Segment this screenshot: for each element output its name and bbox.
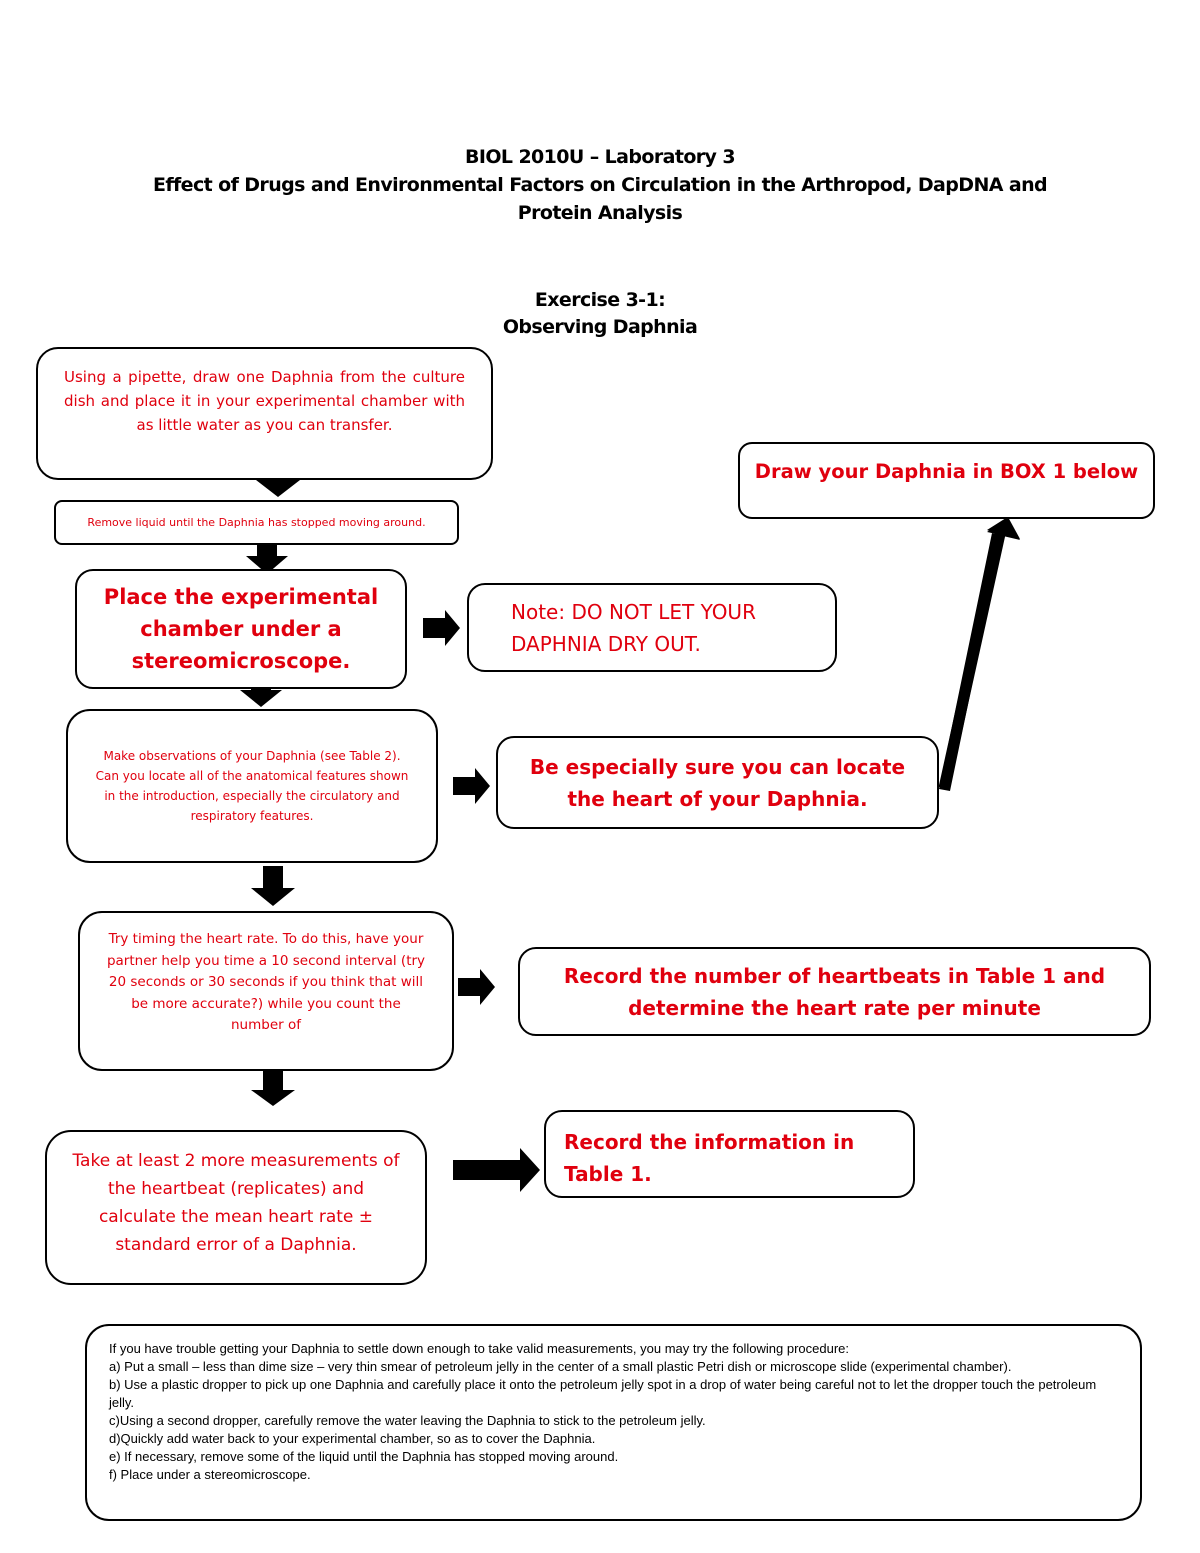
step-timing-text: Try timing the heart rate. To do this, h… bbox=[106, 931, 426, 1033]
exercise-title: Observing Daphnia bbox=[502, 316, 698, 338]
right-arrow-3 bbox=[458, 969, 495, 1005]
note-draw-text: Draw your Daphnia in BOX 1 below bbox=[754, 460, 1139, 483]
step-remove-liquid-text: Remove liquid until the Daphnia has stop… bbox=[87, 515, 426, 529]
down-arrow-3 bbox=[240, 675, 282, 707]
right-arrow-1 bbox=[423, 610, 460, 646]
diagonal-arrow-shaft bbox=[938, 532, 1006, 790]
procedure-step-a: a) Put a small – less than dime size – v… bbox=[109, 1359, 1012, 1374]
note-record-heartbeats-box: Record the number of heartbeats in Table… bbox=[518, 947, 1151, 1036]
note-draw-box: Draw your Daphnia in BOX 1 below bbox=[738, 442, 1155, 519]
procedure-step-e: e) If necessary, remove some of the liqu… bbox=[109, 1449, 619, 1464]
note-record-info-box: Record the information in Table 1. bbox=[544, 1110, 915, 1198]
procedure-step-b: b) Use a plastic dropper to pick up one … bbox=[109, 1377, 1097, 1410]
procedure-step-d: d)Quickly add water back to your experim… bbox=[109, 1431, 596, 1446]
step-measurements-text: Take at least 2 more measurements of the… bbox=[72, 1151, 400, 1255]
down-arrow-2 bbox=[246, 537, 288, 574]
note-record-heartbeats-text: Record the number of heartbeats in Table… bbox=[563, 963, 1106, 1020]
step-measurements-box: Take at least 2 more measurements of the… bbox=[45, 1130, 427, 1285]
step-observations-text: Make observations of your Daphnia (see T… bbox=[95, 749, 409, 823]
note-record-info-text: Record the information in Table 1. bbox=[564, 1130, 855, 1186]
lab-title: BIOL 2010U – Laboratory 3 bbox=[465, 146, 736, 168]
procedure-box: If you have trouble getting your Daphnia… bbox=[85, 1324, 1142, 1521]
step-observations-box: Make observations of your Daphnia (see T… bbox=[66, 709, 438, 863]
lab-subtitle-continued: Protein Analysis bbox=[517, 202, 683, 224]
procedure-intro: If you have trouble getting your Daphnia… bbox=[109, 1341, 849, 1356]
step-pipette-text: Using a pipette, draw one Daphnia from t… bbox=[64, 368, 465, 434]
down-arrow-5 bbox=[251, 1070, 295, 1106]
note-dry-out-box: Note: DO NOT LET YOUR DAPHNIA DRY OUT. bbox=[467, 583, 837, 672]
exercise-number: Exercise 3-1: bbox=[534, 289, 666, 311]
diagonal-arrow-head bbox=[987, 517, 1020, 539]
procedure-step-f: f) Place under a stereomicroscope. bbox=[109, 1467, 311, 1482]
step-place-chamber-text: Place the experimental chamber under a s… bbox=[103, 585, 379, 673]
note-dry-out-text: Note: DO NOT LET YOUR DAPHNIA DRY OUT. bbox=[511, 599, 756, 656]
note-heart-box: Be especially sure you can locate the he… bbox=[496, 736, 939, 829]
step-place-chamber-box: Place the experimental chamber under a s… bbox=[75, 569, 407, 689]
down-arrow-4 bbox=[251, 866, 295, 906]
step-timing-box: Try timing the heart rate. To do this, h… bbox=[78, 911, 454, 1071]
right-arrow-2 bbox=[453, 768, 490, 804]
right-arrow-4 bbox=[453, 1148, 540, 1192]
lab-subtitle: Effect of Drugs and Environmental Factor… bbox=[152, 174, 1048, 196]
note-heart-text: Be especially sure you can locate the he… bbox=[529, 754, 906, 811]
step-pipette-box: Using a pipette, draw one Daphnia from t… bbox=[36, 347, 493, 480]
step-remove-liquid-box: Remove liquid until the Daphnia has stop… bbox=[54, 500, 459, 545]
procedure-step-c: c)Using a second dropper, carefully remo… bbox=[109, 1413, 706, 1428]
